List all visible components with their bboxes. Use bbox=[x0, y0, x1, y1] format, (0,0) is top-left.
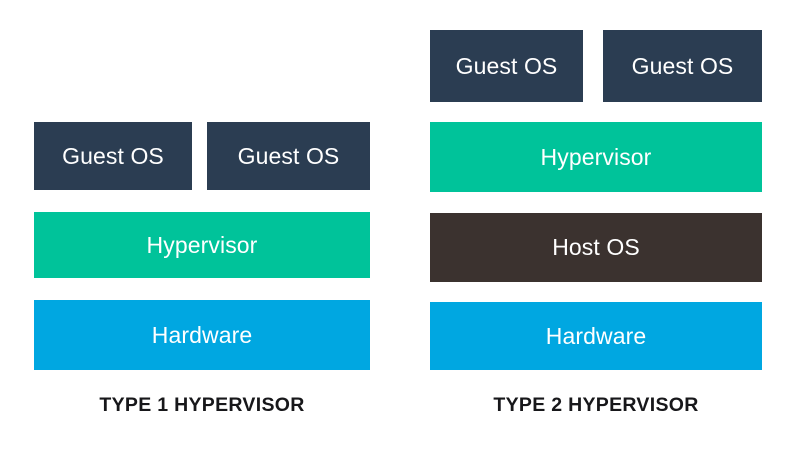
type1-guest-os-label-2: Guest OS bbox=[237, 142, 340, 169]
type1-caption: TYPE 1 HYPERVISOR bbox=[99, 394, 305, 416]
panel-type-2-hypervisor: Guest OS Guest OS Hypervisor Host OS Har… bbox=[400, 0, 800, 450]
type2-guest-os-label-2: Guest OS bbox=[631, 52, 734, 79]
type2-guest-os-label-1: Guest OS bbox=[455, 52, 558, 79]
type1-hardware-label: Hardware bbox=[151, 321, 253, 348]
type1-guest-os-label-1: Guest OS bbox=[62, 142, 164, 169]
type2-caption: TYPE 2 HYPERVISOR bbox=[493, 394, 699, 416]
panel-type-1-hypervisor: Guest OS Guest OS Hypervisor Hardware TY… bbox=[34, 122, 370, 416]
type1-hypervisor-block: Hypervisor bbox=[34, 212, 370, 278]
type2-hardware-block: Hardware bbox=[430, 302, 762, 370]
type1-guest-os-block-1: Guest OS bbox=[34, 122, 192, 190]
type2-hypervisor-label: Hypervisor bbox=[540, 143, 652, 170]
type2-guest-os-block-2: Guest OS bbox=[603, 30, 762, 102]
type2-host-os-label: Host OS bbox=[552, 234, 640, 260]
type1-guest-os-block-2: Guest OS bbox=[207, 122, 370, 190]
type1-hardware-block: Hardware bbox=[34, 300, 370, 370]
type2-host-os-block: Host OS bbox=[430, 213, 762, 282]
type1-hypervisor-label: Hypervisor bbox=[146, 231, 258, 258]
type2-hardware-label: Hardware bbox=[545, 322, 647, 349]
type2-guest-os-block-1: Guest OS bbox=[430, 30, 583, 102]
type2-hypervisor-block: Hypervisor bbox=[430, 122, 762, 192]
